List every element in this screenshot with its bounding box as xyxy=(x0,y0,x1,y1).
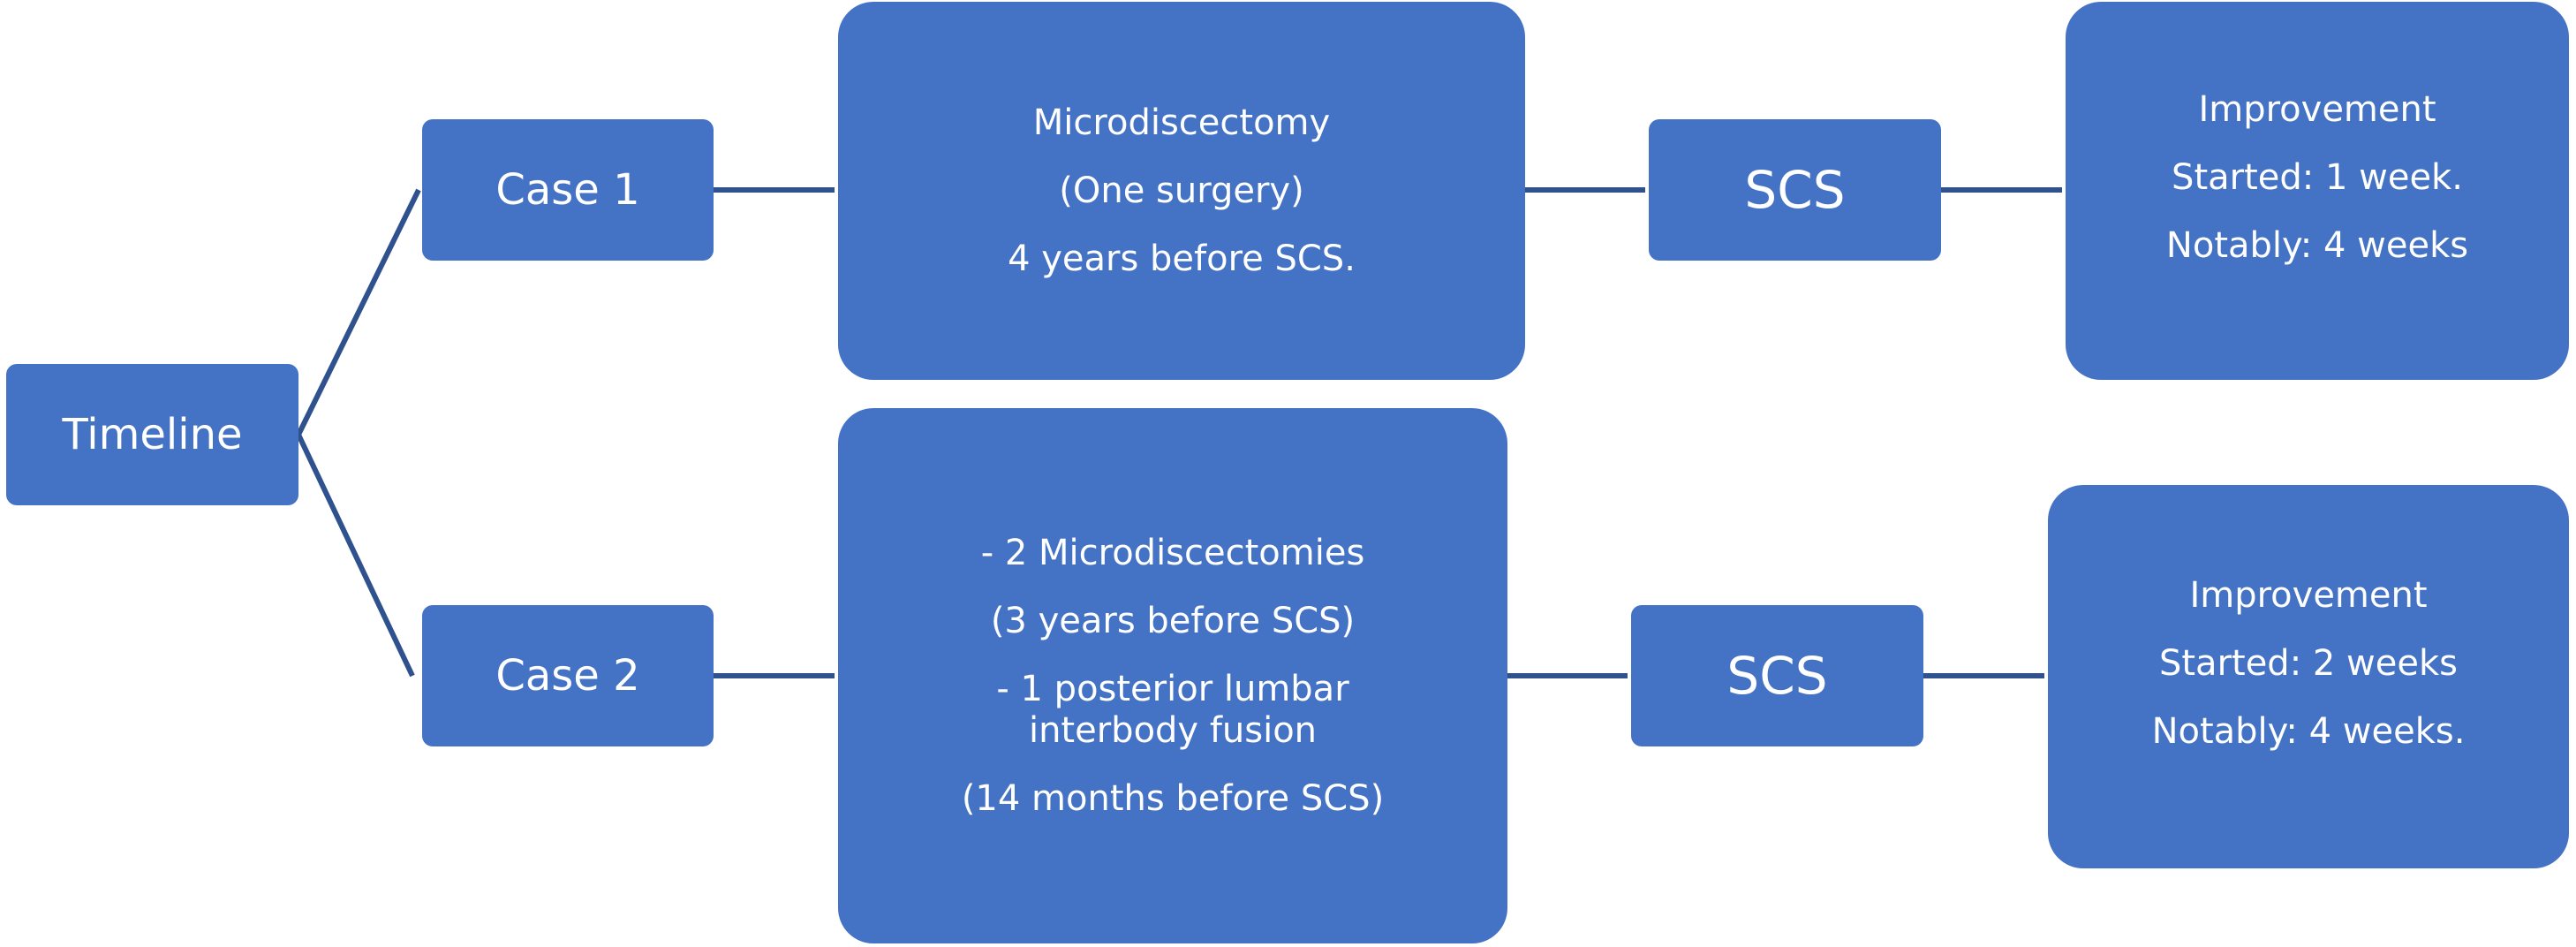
case-2-outcome-line: Notably: 4 weeks. xyxy=(2151,710,2466,752)
case-2-outcome-line: Improvement xyxy=(2189,574,2428,616)
case-1-surgery-line: Microdiscectomy xyxy=(1032,102,1331,143)
case-2-surgery-line: (14 months before SCS) xyxy=(961,777,1385,819)
case-2-label: Case 2 xyxy=(495,651,640,701)
case-2-scs-label: SCS xyxy=(1726,646,1828,706)
case-2-surgery-line: (3 years before SCS) xyxy=(990,600,1356,641)
case-1-outcome-line: Improvement xyxy=(2198,88,2436,130)
case-1-label: Case 1 xyxy=(495,165,640,215)
case-2-surgery-box: - 2 Microdiscectomies (3 years before SC… xyxy=(838,408,1507,943)
case-1-outcome-line: Notably: 4 weeks xyxy=(2165,224,2469,266)
case-1-outcome-line: Started: 1 week. xyxy=(2172,156,2463,198)
case-1-outcome-box: Improvement Started: 1 week. Notably: 4 … xyxy=(2066,2,2569,380)
case-2-surgery-line: - 2 Microdiscectomies xyxy=(980,532,1365,573)
case-2-scs-box: SCS xyxy=(1631,605,1923,746)
case-1-scs-box: SCS xyxy=(1649,119,1941,261)
case-1-surgery-box: Microdiscectomy (One surgery) 4 years be… xyxy=(838,2,1525,380)
case-2-outcome-line: Started: 2 weeks xyxy=(2158,642,2458,684)
case-2-outcome-box: Improvement Started: 2 weeks Notably: 4 … xyxy=(2048,485,2569,868)
connector-timeline-case1 xyxy=(296,188,421,436)
timeline-label: Timeline xyxy=(62,410,243,459)
case-1-box: Case 1 xyxy=(422,119,714,261)
case-2-box: Case 2 xyxy=(422,605,714,746)
timeline-box: Timeline xyxy=(6,364,298,505)
connector-timeline-case2 xyxy=(296,433,415,678)
case-1-surgery-line: 4 years before SCS. xyxy=(1008,238,1356,279)
case-2-surgery-line: - 1 posterior lumbar interbody fusion xyxy=(996,668,1349,751)
case-1-surgery-line: (One surgery) xyxy=(1059,170,1304,211)
case-1-scs-label: SCS xyxy=(1744,160,1846,220)
